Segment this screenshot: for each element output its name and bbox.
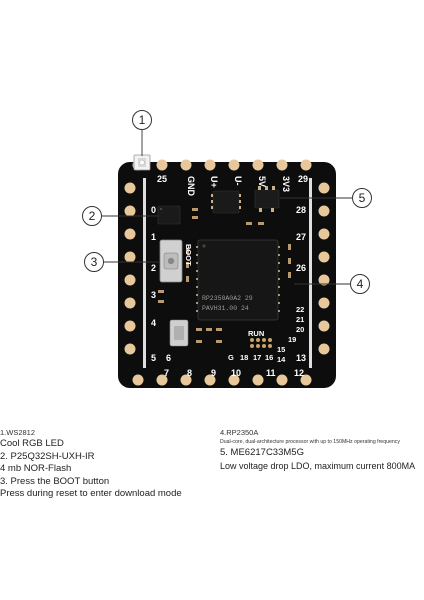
- pin-left-6: 6: [166, 353, 171, 363]
- callout-2: [82, 206, 102, 226]
- pin-top-2: U+: [209, 176, 219, 188]
- pin-extra-4: 15: [277, 345, 285, 354]
- legend-item1-desc: Cool RGB LED: [0, 438, 64, 449]
- pin-right-2: 26: [296, 263, 306, 273]
- callout-3-number: 3: [91, 255, 98, 269]
- product-photo: 25 GND U+ U- 5V 3V3 29 0 1 2 3 4 5 6 28 …: [82, 110, 372, 388]
- pin-extra-2: 17: [253, 353, 261, 362]
- pin-bottom-4: 11: [266, 368, 276, 378]
- callout-1: [132, 110, 152, 130]
- pin-right-4: 21: [296, 315, 304, 324]
- pin-left-3: 3: [151, 290, 156, 300]
- pin-left-1: 1: [151, 232, 156, 242]
- ldo-chip: [254, 186, 280, 212]
- pin-extra-5: 14: [277, 355, 286, 364]
- legend-item2-title: 2. P25Q32SH-UXH-IR: [0, 450, 95, 462]
- left-pads: [124, 182, 136, 355]
- bottom-pads: [132, 374, 312, 386]
- pin-extra-3: 16: [265, 353, 273, 362]
- legend-item3-desc: Press during reset to enter download mod…: [0, 488, 182, 499]
- legend-item5-title: 5. ME6217C33M5G: [220, 447, 304, 458]
- legend-item4-desc: Dual-core, dual-architecture processor w…: [220, 439, 400, 445]
- pin-left-5: 5: [151, 353, 156, 363]
- pin-right-6: 13: [296, 353, 306, 363]
- pin-extra-0: G: [228, 353, 234, 362]
- pin-top-0: 25: [157, 174, 167, 184]
- legend-item2-desc: 4 mb NOR-Flash: [0, 463, 72, 474]
- passive-components: [158, 208, 291, 343]
- legend-item4-title: 4.RP2350A: [220, 428, 259, 437]
- crystal: [169, 319, 189, 347]
- right-pads: [318, 182, 330, 355]
- legend-right: 4.RP2350A Dual-core, dual-architecture p…: [220, 428, 424, 472]
- pin-bottom-2: 9: [211, 368, 216, 378]
- callout-4: [350, 274, 370, 294]
- callout-4-number: 4: [357, 277, 364, 291]
- chip-marking-1: RP2350A0A2 29: [202, 295, 253, 302]
- pin-left-2: 2: [151, 263, 156, 273]
- boot-button: [159, 239, 183, 283]
- pin-top-6: 29: [298, 174, 308, 184]
- callout-5-number: 5: [359, 191, 366, 205]
- pin-right-5: 20: [296, 325, 304, 334]
- ws2812-led: [133, 154, 151, 171]
- top-pads: [132, 159, 312, 171]
- flash-chip: [157, 205, 181, 225]
- legend-left: 1.WS2812 Cool RGB LED 2. P25Q32SH-UXH-IR…: [0, 428, 210, 501]
- boot-label: BOOT: [184, 244, 193, 266]
- legend-item5-desc: Low voltage drop LDO, maximum current 80…: [220, 460, 416, 471]
- pin-top-3: U-: [233, 176, 243, 186]
- rp2350-chip: [196, 239, 280, 321]
- pin-top-5: 3V3: [281, 176, 291, 192]
- pin-right-0: 28: [296, 205, 306, 215]
- pin-right-1: 27: [296, 232, 306, 242]
- pin-bottom-0: 7: [164, 368, 169, 378]
- pin-bottom-3: 10: [231, 368, 241, 378]
- pin-bottom-5: 12: [294, 368, 304, 378]
- pin-left-0: 0: [151, 205, 156, 215]
- legend-item3-title: 3. Press the BOOT button: [0, 475, 110, 487]
- pin-right-6b: 19: [288, 335, 296, 344]
- pin-extra-1: 18: [240, 353, 248, 362]
- callout-5: [352, 188, 372, 208]
- callout-3: [84, 252, 104, 272]
- pin-top-1: GND: [186, 176, 196, 197]
- legend-item1-title: 1.WS2812: [0, 428, 36, 437]
- callout-1-number: 1: [139, 113, 146, 127]
- pin-bottom-1: 8: [187, 368, 192, 378]
- test-pads: [250, 338, 272, 348]
- small-ic: [211, 190, 241, 214]
- callout-2-number: 2: [89, 209, 96, 223]
- pin-right-3: 22: [296, 305, 304, 314]
- pin-top-4: 5V: [257, 176, 267, 187]
- pin-left-4: 4: [151, 318, 156, 328]
- chip-marking-2: PAVH31.00 24: [202, 305, 249, 312]
- run-label: RUN: [248, 329, 264, 338]
